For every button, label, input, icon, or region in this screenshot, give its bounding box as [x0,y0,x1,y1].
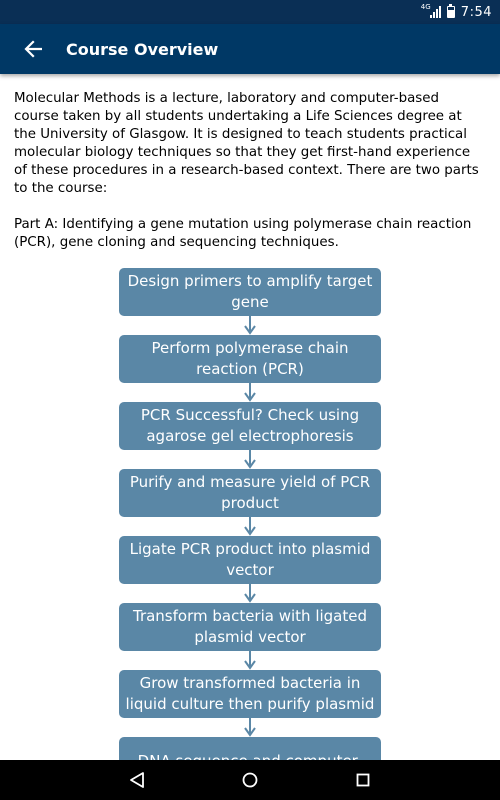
flowchart-step: Design primers to amplify target gene [14,268,486,335]
course-overview-content[interactable]: Molecular Methods is a lecture, laborato… [0,74,500,760]
flowchart-box: Purify and measure yield of PCR product [119,469,381,517]
navigation-bar [0,760,500,800]
flowchart-box: DNA sequence and computer- [119,737,381,760]
intro-paragraph: Molecular Methods is a lecture, laborato… [14,91,479,196]
home-circle-icon [242,772,258,788]
page-title: Course Overview [66,39,219,59]
signal-icon: 4G [421,3,441,18]
flowchart-step: DNA sequence and computer- [14,737,486,760]
flowchart-arrow-icon [244,517,256,536]
flowchart-box: Transform bacteria with ligated plasmid … [119,603,381,651]
flowchart-arrow-icon [244,718,256,737]
flowchart-arrow-icon [244,450,256,469]
nav-back-button[interactable] [117,760,157,800]
back-triangle-icon [129,772,144,788]
flowchart-step: PCR Successful? Check using agarose gel … [14,402,486,469]
flowchart-step: Transform bacteria with ligated plasmid … [14,603,486,670]
flowchart-box: Ligate PCR product into plasmid vector [119,536,381,584]
back-arrow-icon [24,40,42,58]
flowchart-arrow-icon [244,316,256,335]
flowchart-arrow-icon [244,651,256,670]
status-bar: 4G 7:54 [0,0,500,24]
flowchart-box: Perform polymerase chain reaction (PCR) [119,335,381,383]
flowchart-arrow-icon [244,383,256,402]
flowchart-box: Grow transformed bacteria in liquid cult… [119,670,381,718]
nav-home-button[interactable] [230,760,270,800]
flowchart-arrow-icon [244,584,256,603]
flowchart-box: Design primers to amplify target gene [119,268,381,316]
flowchart-box: PCR Successful? Check using agarose gel … [119,402,381,450]
flowchart-step: Perform polymerase chain reaction (PCR) [14,335,486,402]
battery-icon [446,4,455,18]
network-type-label: 4G [420,3,431,11]
status-clock: 7:54 [460,4,492,20]
flowchart-step: Grow transformed bacteria in liquid cult… [14,670,486,737]
app-bar: Course Overview [0,24,500,74]
flowchart-step: Ligate PCR product into plasmid vector [14,536,486,603]
recents-square-icon [356,773,370,787]
flowchart-step: Purify and measure yield of PCR product [14,469,486,536]
nav-recents-button[interactable] [343,760,383,800]
back-button[interactable] [0,24,66,74]
part-a-paragraph: Part A: Identifying a gene mutation usin… [14,217,472,250]
